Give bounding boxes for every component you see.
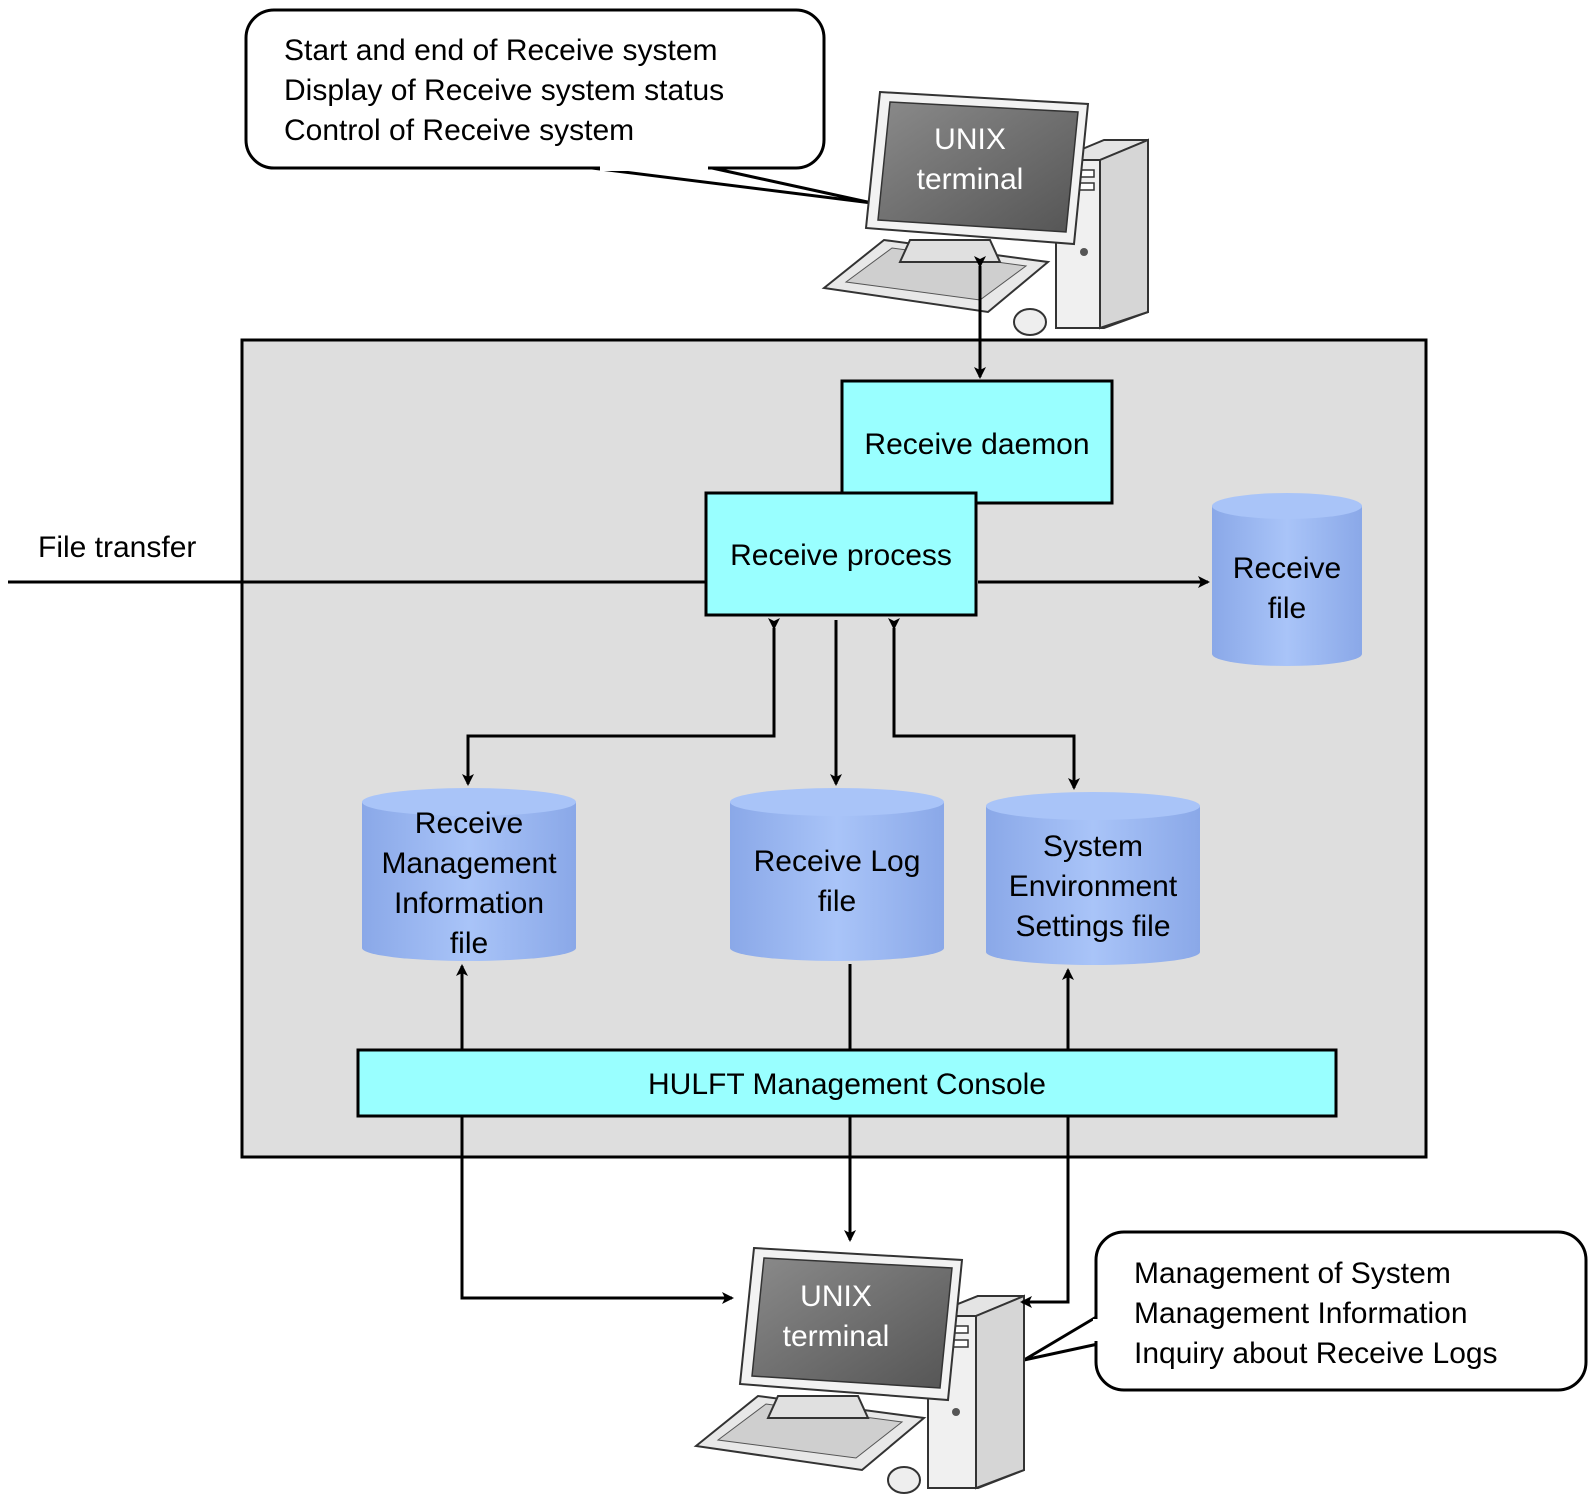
sys-env-file-label: Environment: [1009, 870, 1178, 903]
receive-file-label: file: [1268, 592, 1306, 625]
bottom-callout-line: Management of System: [1134, 1257, 1451, 1290]
arrow-console-terminal-right: [1020, 1116, 1070, 1308]
top-callout: Start and end of Receive system Display …: [244, 8, 874, 205]
connectors: [8, 256, 1210, 1308]
top-terminal-label: UNIX: [934, 123, 1006, 156]
receive-file-db: Receive file: [1212, 493, 1362, 666]
computer-icon: [821, 90, 1149, 336]
computer-icon: [693, 1246, 1025, 1494]
hulft-management-console: HULFT Management Console: [356, 1048, 1338, 1118]
mgmt-info-file-label: Information: [394, 887, 544, 920]
bottom-callout-line: Inquiry about Receive Logs: [1134, 1337, 1498, 1370]
bottom-terminal: UNIX terminal: [693, 1246, 1025, 1494]
file-transfer-label: File transfer: [38, 531, 196, 564]
receive-process-box: Receive process: [704, 491, 978, 617]
receive-log-file-db: Receive Log file: [730, 788, 944, 961]
top-terminal-label: terminal: [917, 163, 1024, 196]
sys-env-file-label: Settings file: [1015, 910, 1170, 943]
top-callout-line: Start and end of Receive system: [284, 34, 718, 67]
mgmt-info-file-label: Receive: [415, 807, 523, 840]
arrow-process-mgmt-info: [462, 618, 780, 786]
system-boundary: [240, 338, 1428, 1159]
mgmt-info-file-db: Receive Management Information file: [362, 788, 576, 961]
bottom-terminal-label: UNIX: [800, 1280, 872, 1313]
top-callout-line: Control of Receive system: [284, 114, 634, 147]
mgmt-info-file-label: file: [450, 927, 488, 960]
receive-log-file-label: file: [818, 885, 856, 918]
arrow-process-sys-env: [888, 618, 1080, 790]
console-label: HULFT Management Console: [648, 1068, 1046, 1101]
receive-log-file-label: Receive Log: [754, 845, 921, 878]
receive-file-label: Receive: [1233, 552, 1341, 585]
sys-env-file-db: System Environment Settings file: [986, 792, 1200, 965]
mgmt-info-file-label: Management: [381, 847, 557, 880]
bottom-callout-line: Management Information: [1134, 1297, 1468, 1330]
sys-env-file-label: System: [1043, 830, 1143, 863]
receive-process-label: Receive process: [730, 539, 952, 572]
receive-daemon-label: Receive daemon: [864, 428, 1089, 461]
top-callout-line: Display of Receive system status: [284, 74, 724, 107]
arrow-console-terminal-left: [460, 1116, 734, 1304]
bottom-callout: Management of System Management Informat…: [1022, 1230, 1588, 1392]
top-terminal: UNIX terminal: [821, 90, 1149, 336]
bottom-terminal-label: terminal: [783, 1320, 890, 1353]
receive-daemon-box: Receive daemon: [840, 379, 1114, 505]
